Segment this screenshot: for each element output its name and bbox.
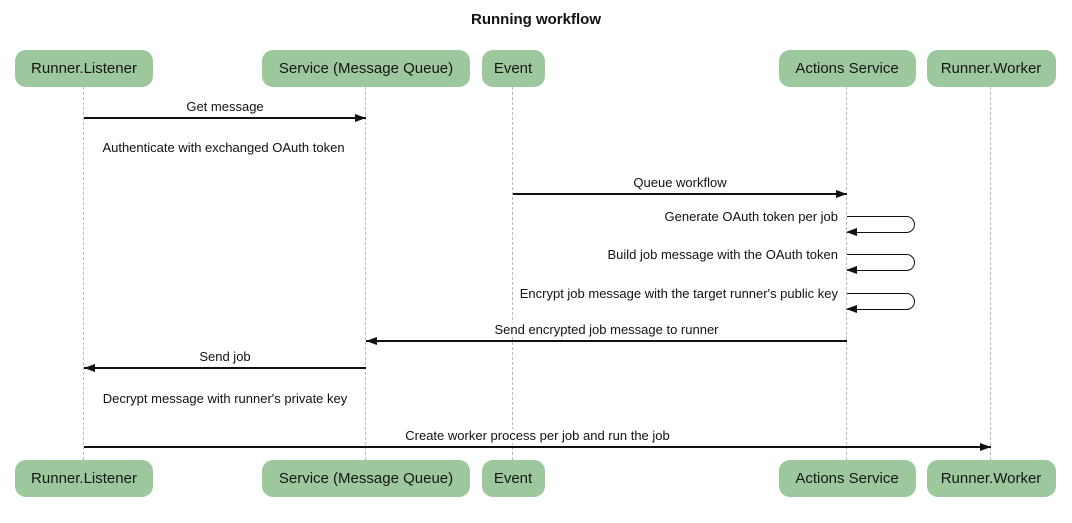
actor-top-runner-worker: Runner.Worker (926, 50, 1056, 87)
actor-bottom-runner-listener: Runner.Listener (15, 460, 153, 497)
arrowhead-icon (980, 442, 991, 451)
actor-bottom-runner-worker: Runner.Worker (926, 460, 1056, 497)
message-label: Get message (182, 99, 268, 114)
arrowhead-icon (366, 336, 377, 345)
message-label: Queue workflow (629, 175, 731, 190)
self-message-loop (847, 293, 915, 311)
self-message-loop (847, 216, 915, 234)
arrowhead-icon (846, 228, 857, 237)
note: Authenticate with exchanged OAuth token (94, 131, 353, 164)
diagram-title: Running workflow (471, 11, 601, 28)
note-text: Authenticate with exchanged OAuth token (102, 140, 345, 155)
arrowhead-icon (846, 305, 857, 314)
arrowhead-icon (355, 113, 366, 122)
arrowhead-icon (836, 189, 847, 198)
lifeline-service-mq (365, 87, 367, 460)
actor-top-event: Event (481, 50, 545, 87)
actor-bottom-event: Event (481, 460, 545, 497)
message-line (513, 193, 847, 195)
message-label: Send job (195, 349, 255, 364)
arrowhead-icon (846, 266, 857, 275)
message-label: Create worker process per job and run th… (401, 428, 674, 443)
arrowhead-icon (84, 363, 95, 372)
lifeline-runner-worker (990, 87, 992, 460)
self-message-label: Generate OAuth token per job (660, 210, 842, 224)
self-message-label: Encrypt job message with the target runn… (515, 287, 842, 301)
actor-top-actions-service: Actions Service (778, 50, 916, 87)
message-line (84, 367, 366, 369)
actor-bottom-actions-service: Actions Service (778, 460, 916, 497)
lifeline-event (512, 87, 514, 460)
actor-top-service-mq: Service (Message Queue) (262, 50, 470, 87)
message-line (84, 446, 991, 448)
self-message-label: Build job message with the OAuth token (603, 248, 842, 262)
lifeline-runner-listener (83, 87, 85, 460)
note: Decrypt message with runner's private ke… (94, 381, 356, 415)
message-label: Send encrypted job message to runner (490, 322, 723, 337)
actor-top-runner-listener: Runner.Listener (15, 50, 153, 87)
self-message-loop (847, 254, 915, 272)
message-line (366, 340, 847, 342)
actor-bottom-service-mq: Service (Message Queue) (262, 460, 470, 497)
note-text: Decrypt message with runner's private ke… (102, 390, 348, 406)
message-line (84, 117, 366, 119)
